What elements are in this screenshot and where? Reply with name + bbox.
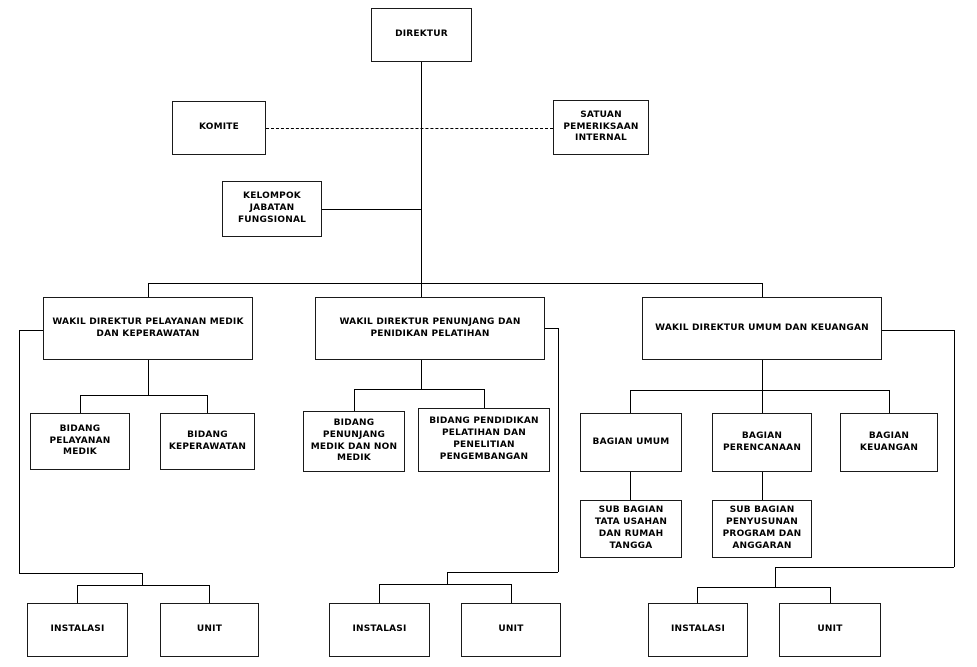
connector-wadir2-right [545, 328, 558, 329]
connector-drop-wadir2 [421, 283, 422, 297]
connector-left-rail [19, 330, 20, 573]
org-node-wakil-direktur-pelayanan: WAKIL DIREKTUR PELAYANAN MEDIK DAN KEPER… [43, 297, 253, 360]
org-node-unit-penunjang: UNIT [461, 603, 561, 657]
org-node-label: BIDANG PENDIDIKAN PELATIHAN DAN PENELITI… [429, 416, 539, 462]
org-node-label: INSTALASI [50, 624, 105, 635]
connector-drop-bagian-perencanaan [762, 390, 763, 413]
org-node-bidang-keperawatan: BIDANG KEPERAWATAN [160, 413, 255, 470]
connector-right-bottom-branch [697, 587, 830, 588]
connector-drop-wadir3 [762, 283, 763, 297]
connector-right-rail-h [775, 567, 954, 568]
connector-wadir1-branch [80, 395, 207, 396]
org-node-label: BAGIAN PERENCANAAN [722, 430, 802, 453]
connector-drop-instalasi3 [697, 587, 698, 603]
connector-drop-instalasi1 [77, 585, 78, 603]
org-node-satuan-pemeriksaan-internal: SATUAN PEMERIKSAAN INTERNAL [553, 100, 649, 155]
connector-drop-unit3 [830, 587, 831, 603]
connector-right-rail-v [775, 567, 776, 587]
connector-mid-rail [558, 328, 559, 572]
org-node-direktur: DIREKTUR [371, 8, 472, 62]
org-node-kelompok-jabatan-fungsional: KELOMPOK JABATAN FUNGSIONAL [222, 181, 322, 237]
connector-kelompok-trunk [322, 209, 421, 210]
org-node-label: INSTALASI [352, 624, 407, 635]
connector-wadir1-left [19, 330, 43, 331]
org-node-bidang-pelayanan-medik: BIDANG PELAYANAN MEDIK [30, 413, 130, 470]
org-node-label: KOMITE [198, 122, 239, 133]
connector-wadir3-down [762, 360, 763, 390]
org-node-label: SATUAN PEMERIKSAAN INTERNAL [563, 109, 639, 144]
connector-mid-rail-h [447, 572, 558, 573]
connector-wadir2-down [421, 360, 422, 389]
org-node-label: WAKIL DIREKTUR PENUNJANG DAN PENIDIKAN P… [339, 316, 521, 339]
connector-right-rail [954, 330, 955, 567]
connector-mid-rail-v [447, 572, 448, 584]
org-node-sub-bagian-penyusunan: SUB BAGIAN PENYUSUNAN PROGRAM DAN ANGGAR… [712, 500, 812, 558]
connector-wadir3-right [882, 330, 954, 331]
org-node-label: INSTALASI [670, 624, 726, 635]
connector-drop-bidang-pelayanan [80, 395, 81, 413]
connector-drop-bidang-pendidikan [484, 389, 485, 408]
org-node-label: KELOMPOK JABATAN FUNGSIONAL [237, 191, 307, 225]
connector-drop-instalasi2 [379, 584, 380, 603]
org-node-bidang-pendidikan: BIDANG PENDIDIKAN PELATIHAN DAN PENELITI… [418, 408, 550, 472]
org-node-bidang-penunjang-medik: BIDANG PENUNJANG MEDIK DAN NON MEDIK [303, 411, 405, 472]
connector-left-rail-v [142, 573, 143, 585]
connector-drop-unit1 [209, 585, 210, 603]
connector-main-branch [148, 283, 762, 284]
org-node-label: SUB BAGIAN TATA USAHAN DAN RUMAH TANGGA [594, 505, 668, 551]
connector-wadir3-branch [630, 390, 889, 391]
connector-left-bottom-branch [77, 585, 209, 586]
org-node-label: DIREKTUR [395, 29, 448, 40]
org-node-bagian-keuangan: BAGIAN KEUANGAN [840, 413, 938, 472]
org-node-label: BIDANG PELAYANAN MEDIK [49, 423, 111, 458]
connector-drop-bidang-keperawatan [207, 395, 208, 413]
org-node-bagian-umum: BAGIAN UMUM [580, 413, 682, 472]
org-node-bagian-perencanaan: BAGIAN PERENCANAAN [712, 413, 812, 472]
org-node-wakil-direktur-penunjang: WAKIL DIREKTUR PENUNJANG DAN PENIDIKAN P… [315, 297, 545, 360]
org-node-instalasi-umum: INSTALASI [648, 603, 748, 657]
connector-mid-bottom-branch [379, 584, 511, 585]
org-node-komite: KOMITE [172, 101, 266, 155]
connector-komite-spi-dashed [266, 128, 553, 129]
org-node-label: BIDANG PENUNJANG MEDIK DAN NON MEDIK [310, 417, 398, 464]
connector-left-rail-h [19, 573, 142, 574]
org-node-label: UNIT [196, 624, 223, 635]
connector-wadir1-down [148, 360, 149, 395]
connector-drop-bidang-penunjang [354, 389, 355, 411]
org-node-unit-umum: UNIT [779, 603, 881, 657]
org-node-label: BAGIAN UMUM [592, 436, 670, 447]
org-node-label: UNIT [817, 624, 843, 635]
connector-drop-bagian-umum [630, 390, 631, 413]
connector-trunk [421, 62, 422, 283]
org-node-unit-pelayanan: UNIT [160, 603, 259, 657]
org-node-label: BIDANG KEPERAWATAN [168, 429, 247, 452]
connector-wadir2-branch [354, 389, 484, 390]
org-node-sub-bagian-tata-usahan: SUB BAGIAN TATA USAHAN DAN RUMAH TANGGA [580, 500, 682, 558]
org-node-label: UNIT [498, 624, 524, 635]
connector-bagper-subpeny [762, 472, 763, 500]
connector-drop-bagian-keuangan [889, 390, 890, 413]
org-node-instalasi-penunjang: INSTALASI [329, 603, 430, 657]
connector-bagumum-subtata [630, 472, 631, 500]
org-node-label: WAKIL DIREKTUR UMUM DAN KEUANGAN [655, 322, 869, 333]
org-node-instalasi-pelayanan: INSTALASI [27, 603, 128, 657]
org-node-label: WAKIL DIREKTUR PELAYANAN MEDIK DAN KEPER… [52, 316, 244, 339]
connector-drop-wadir1 [148, 283, 149, 297]
org-node-label: SUB BAGIAN PENYUSUNAN PROGRAM DAN ANGGAR… [722, 505, 802, 551]
org-node-label: BAGIAN KEUANGAN [859, 430, 919, 453]
org-node-wakil-direktur-umum: WAKIL DIREKTUR UMUM DAN KEUANGAN [642, 297, 882, 360]
connector-drop-unit2 [511, 584, 512, 603]
